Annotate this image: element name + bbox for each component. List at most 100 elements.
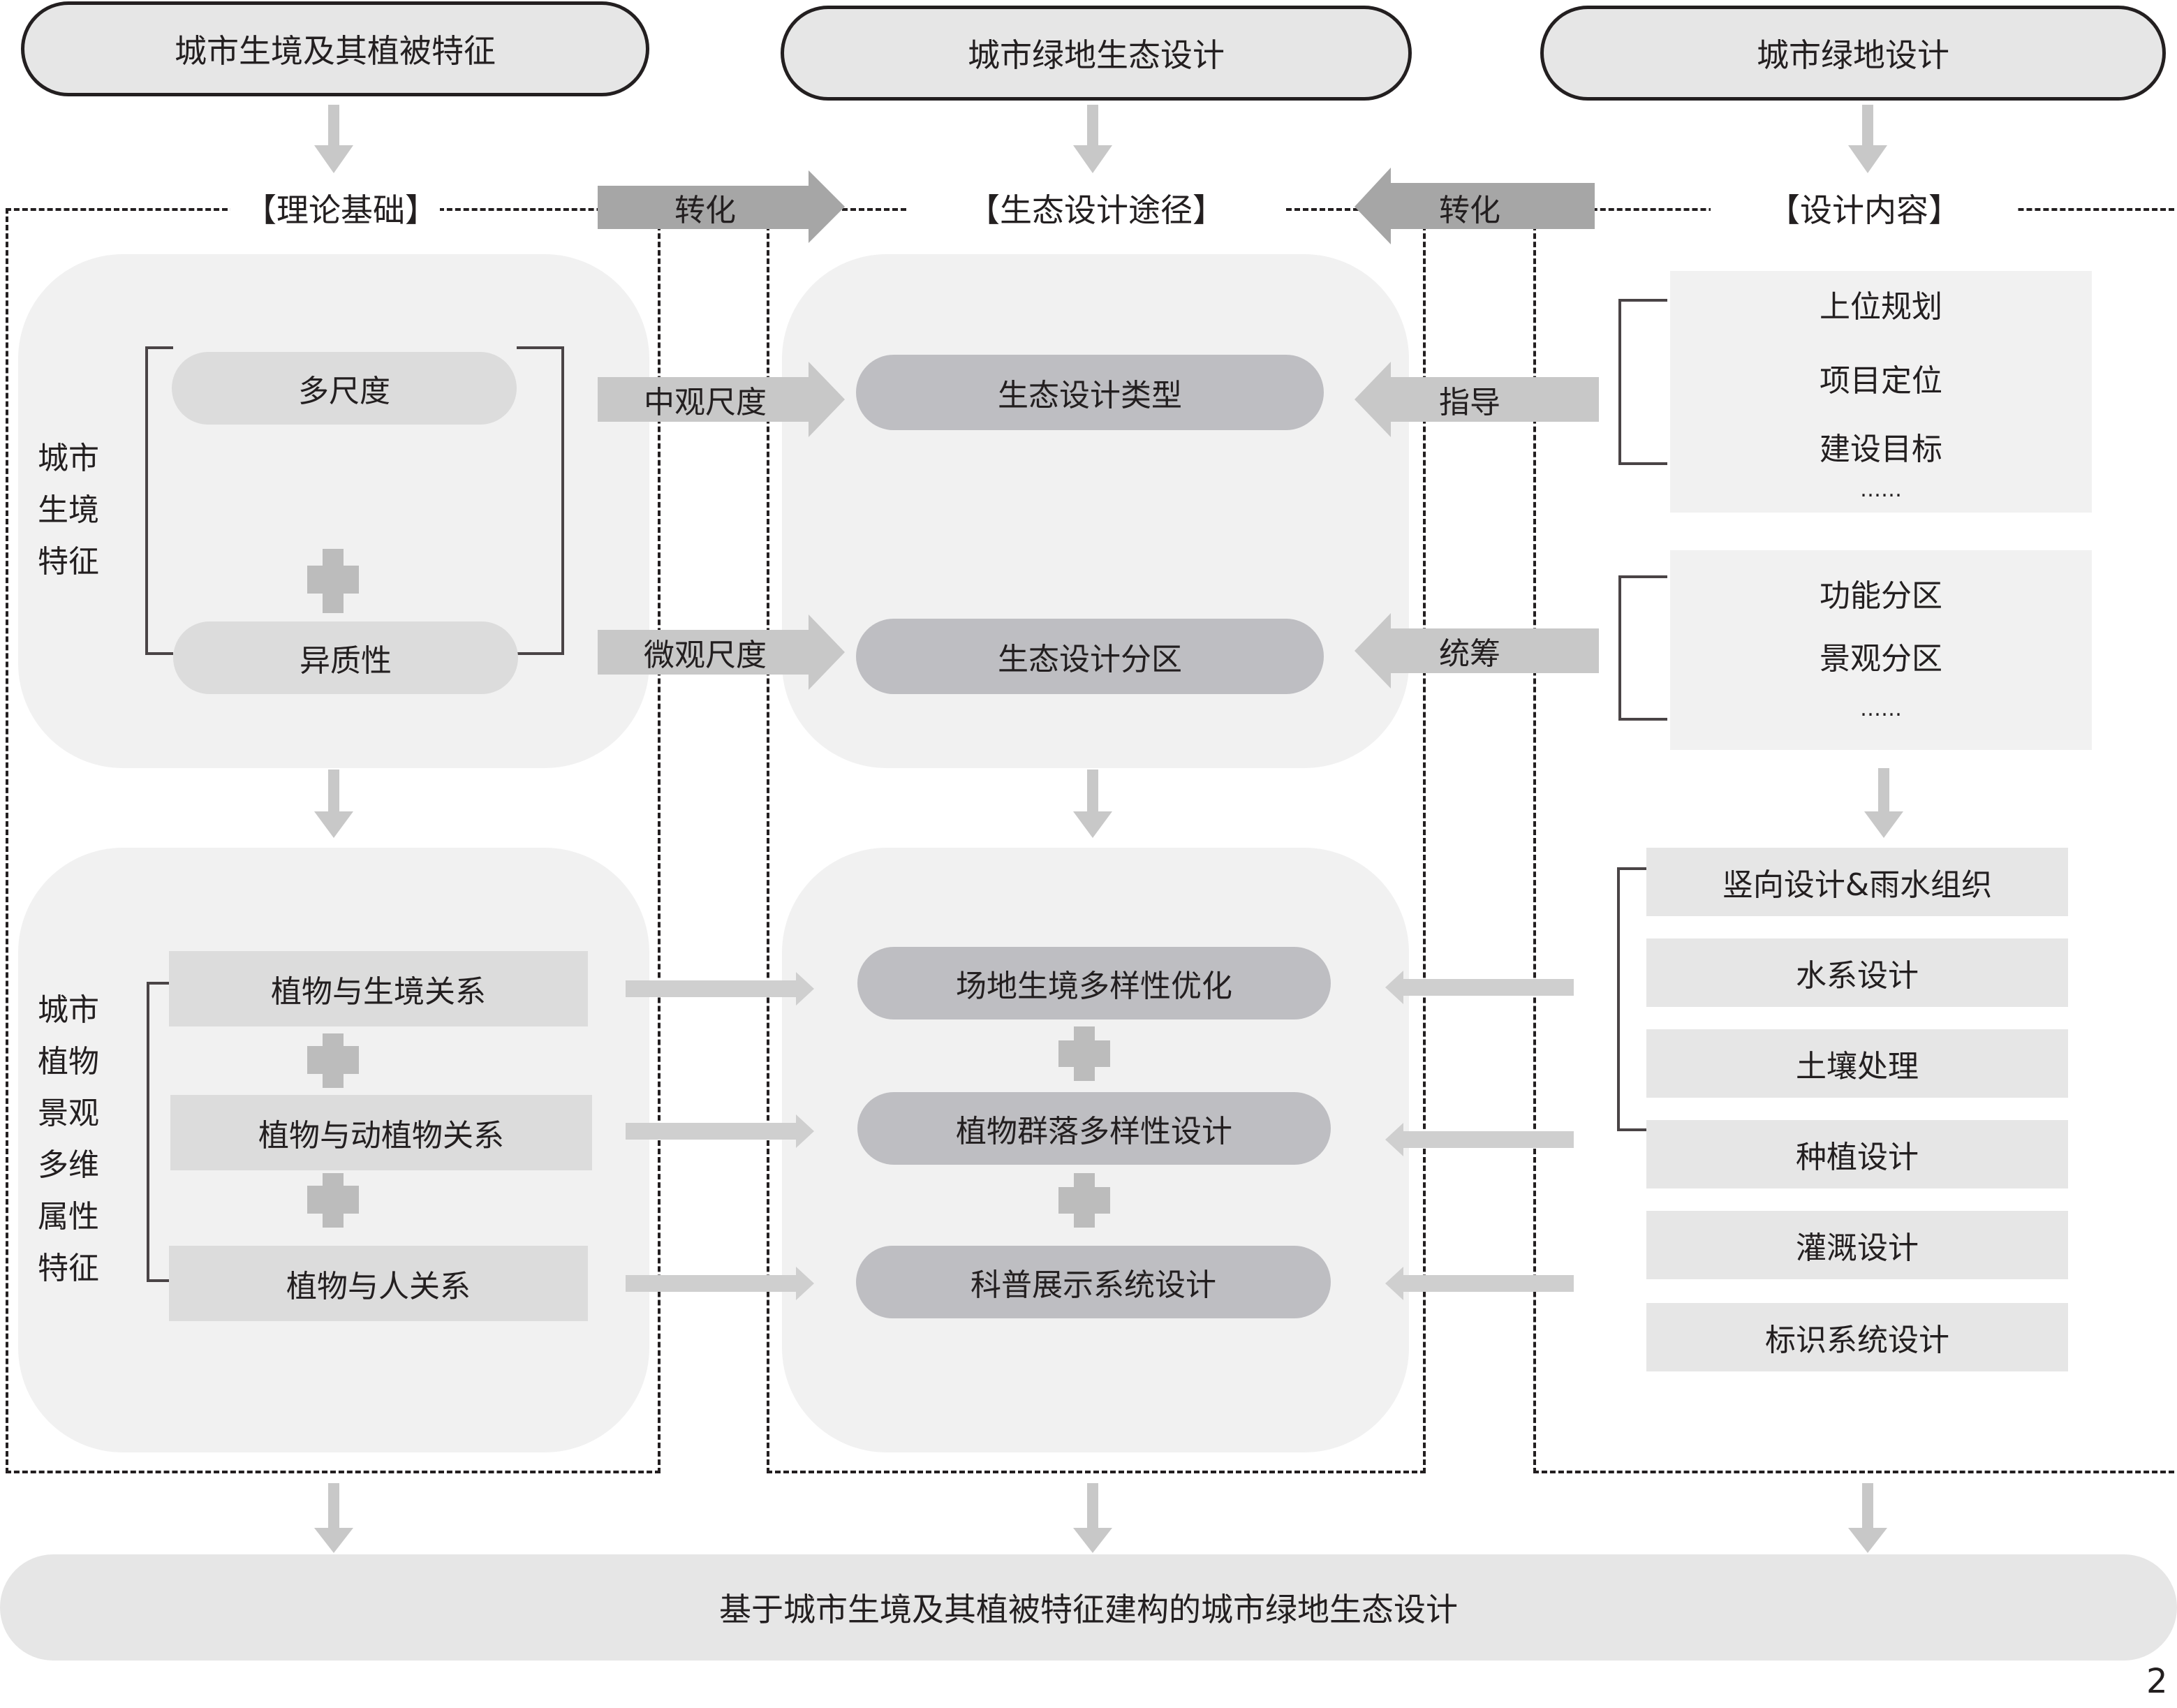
bracket-left-upper [145, 346, 173, 655]
micro-arrow [598, 614, 845, 690]
right-group-zoning-item-text: 景观分区 [1820, 641, 1942, 677]
meso-arrow [598, 362, 845, 437]
design-item-water-system: 水系设计 [1646, 938, 2068, 1007]
plant-fauna-flora-relation-text: 植物与动植物关系 [258, 1118, 504, 1154]
top-pill-green-space-design: 城市绿地设计 [1540, 6, 2166, 101]
top-pill-urban-habitat: 城市生境及其植被特征 [21, 1, 649, 96]
transform-label-right-text: 转化 [1439, 193, 1500, 228]
down-arrow-shaft [1862, 1483, 1873, 1529]
right-group-planning-item: 上位规划 [1670, 279, 2092, 328]
transform-label-right: 转化 [1403, 186, 1536, 229]
conclusion-pill-text: 基于城市生境及其植被特征建构的城市绿地生态设计 [719, 1591, 1458, 1628]
plus-icon [307, 1173, 359, 1228]
down-arrow-head [1073, 1528, 1112, 1553]
down-arrow-shaft [328, 105, 339, 147]
down-arrow-head [1848, 1528, 1887, 1553]
design-item-grading-stormwater-text: 竖向设计&雨水组织 [1722, 867, 1993, 903]
down-arrow-head [1848, 145, 1887, 173]
plant-community-diversity-pill: 植物群落多样性设计 [857, 1092, 1331, 1165]
section-label-eco-approach: 【生态设计途径】 [908, 186, 1285, 230]
eco-design-zoning-pill-text: 生态设计分区 [998, 642, 1182, 677]
link-arrow-right [626, 972, 814, 1006]
bracket-right-planning [1618, 299, 1667, 465]
eco-design-type-pill-text: 生态设计类型 [998, 378, 1182, 413]
right-group-planning-item-text: 项目定位 [1820, 363, 1942, 399]
guide-label: 指导 [1403, 377, 1536, 422]
plant-community-diversity-pill-text: 植物群落多样性设计 [956, 1114, 1232, 1149]
bracket-right-zoning [1618, 575, 1667, 721]
top-pill-urban-habitat-label: 城市生境及其植被特征 [175, 32, 496, 70]
page-number: 2 [2146, 1662, 2168, 1701]
plus-icon [307, 1033, 359, 1088]
transform-label-left: 转化 [642, 186, 768, 229]
down-arrow-shaft [328, 770, 339, 813]
design-item-soil-treatment-text: 土壤处理 [1796, 1049, 1919, 1084]
heterogeneity-pill-text: 异质性 [300, 643, 392, 679]
top-pill-green-space-eco-design-label: 城市绿地生态设计 [968, 36, 1225, 74]
coordinate-label: 统筹 [1403, 628, 1536, 673]
plant-human-relation: 植物与人关系 [169, 1246, 588, 1321]
right-group-zoning-item-text: 功能分区 [1820, 578, 1942, 614]
plant-human-relation-text: 植物与人关系 [286, 1269, 471, 1304]
transform-arrow-left [1355, 168, 1595, 244]
right-group-zoning-ellipsis: …… [1670, 691, 2092, 726]
link-arrow-right [626, 1267, 814, 1300]
top-pill-green-space-eco-design: 城市绿地生态设计 [781, 6, 1412, 101]
plant-fauna-flora-relation: 植物与动植物关系 [170, 1095, 592, 1170]
right-group-planning-item-text: 建设目标 [1820, 432, 1942, 467]
multi-scale-pill: 多尺度 [172, 352, 517, 425]
plant-habitat-relation-text: 植物与生境关系 [271, 974, 486, 1010]
right-group-planning-box [1670, 271, 2092, 513]
section-label-design-content: 【设计内容】 [1711, 186, 2018, 230]
down-arrow-shaft [328, 1483, 339, 1529]
right-group-zoning-item: 景观分区 [1670, 631, 2092, 680]
plant-habitat-relation: 植物与生境关系 [169, 951, 588, 1026]
section-label-eco-approach-text: 【生态设计途径】 [968, 191, 1225, 229]
transform-arrow-right [598, 170, 845, 243]
transform-label-left-text: 转化 [674, 193, 736, 228]
plus-icon [1058, 1173, 1110, 1228]
link-arrow-left [1385, 971, 1574, 1004]
design-item-soil-treatment: 土壤处理 [1646, 1029, 2068, 1098]
right-group-zoning-ellipsis-text: …… [1860, 696, 1902, 721]
design-item-water-system-text: 水系设计 [1796, 958, 1919, 994]
right-group-planning-ellipsis: …… [1670, 472, 2092, 507]
heterogeneity-pill: 异质性 [173, 621, 518, 694]
down-arrow-shaft [1862, 105, 1873, 147]
down-arrow-shaft [1878, 768, 1889, 813]
down-arrow-head [314, 145, 353, 173]
meso-scale-label: 中观尺度 [614, 377, 796, 422]
design-item-signage: 标识系统设计 [1646, 1303, 2068, 1371]
down-arrow-head [314, 1528, 353, 1553]
plant-landscape-attributes-label: 城市植物景观多维属性特征 [38, 992, 99, 1286]
bracket-left-upper-right [517, 346, 564, 655]
design-item-grading-stormwater: 竖向设计&雨水组织 [1646, 848, 2068, 916]
design-item-planting-text: 种植设计 [1796, 1140, 1919, 1175]
habitat-diversity-pill-text: 场地生境多样性优化 [956, 969, 1232, 1004]
down-arrow-head [1864, 811, 1903, 838]
down-arrow-shaft [1087, 105, 1098, 147]
down-arrow-shaft [1087, 1483, 1098, 1529]
design-item-signage-text: 标识系统设计 [1765, 1323, 1949, 1358]
guide-arrow [1355, 362, 1599, 437]
top-pill-green-space-design-label: 城市绿地设计 [1757, 36, 1949, 74]
section-label-design-content-text: 【设计内容】 [1768, 191, 1961, 229]
micro-scale-label-text: 微观尺度 [644, 638, 767, 673]
right-group-zoning-box [1670, 550, 2092, 750]
bracket-left-lower [147, 982, 173, 1282]
plus-icon [1058, 1026, 1110, 1081]
link-arrow-right [626, 1114, 814, 1148]
guide-label-text: 指导 [1439, 385, 1500, 420]
link-arrow-left [1385, 1123, 1574, 1156]
link-arrow-left [1385, 1267, 1574, 1300]
down-arrow-head [314, 811, 353, 838]
coordinate-label-text: 统筹 [1439, 636, 1500, 672]
right-group-planning-item: 建设目标 [1670, 422, 2092, 471]
design-item-irrigation-text: 灌溉设计 [1796, 1230, 1919, 1266]
conclusion-pill: 基于城市生境及其植被特征建构的城市绿地生态设计 [0, 1554, 2177, 1661]
down-arrow-head [1073, 811, 1112, 838]
micro-scale-label: 微观尺度 [614, 630, 796, 675]
multi-scale-pill-text: 多尺度 [298, 374, 390, 409]
section-label-theory: 【理论基础】 [230, 186, 440, 230]
